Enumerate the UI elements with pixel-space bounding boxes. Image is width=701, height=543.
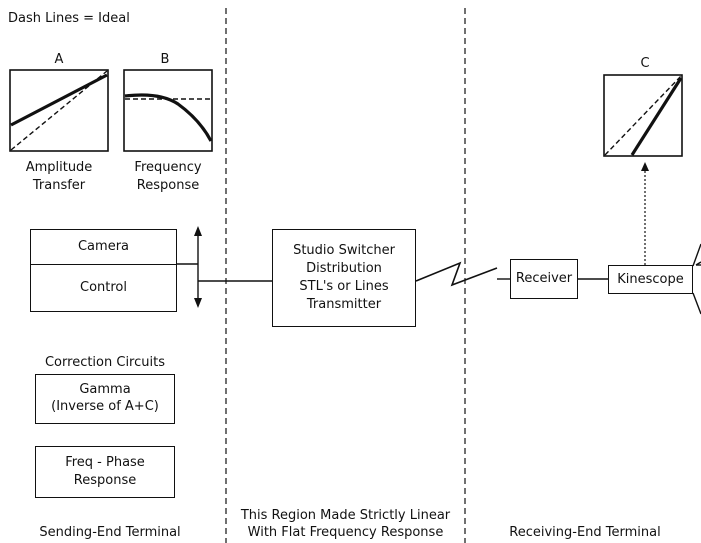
kinescope-label: Kinescope [617,272,684,287]
camera-box: Camera [30,229,177,265]
graph-b-caption-2: Response [136,178,200,193]
studio-switcher-box: Studio Switcher Distribution STL's or Li… [272,229,416,327]
studio-line-3: STL's or Lines [299,279,389,294]
control-label: Control [80,280,127,295]
studio-line-2: Distribution [306,261,382,276]
freq-phase-box: Freq - Phase Response [35,446,175,498]
camera-label: Camera [77,239,130,254]
studio-line-4: Transmitter [306,297,382,312]
graph-a-caption-2: Transfer [32,178,86,193]
receiver-box: Receiver [510,259,578,299]
graph-b-plot [123,69,213,152]
graph-b-letter: B [160,52,170,67]
graph-c-plot [603,74,683,157]
graph-b-caption-1: Frequency [134,160,202,175]
freq-line-2: Response [73,473,137,488]
kinescope-box: Kinescope [608,265,693,294]
receiving-end-label: Receiving-End Terminal [509,525,661,540]
control-down-arrow [194,298,202,308]
sending-end-label: Sending-End Terminal [39,525,181,540]
gamma-line-2: (Inverse of A+C) [51,399,159,414]
graph-a-caption-1: Amplitude [25,160,93,175]
camera-up-arrow [194,226,202,236]
transmission-link-zigzag [415,261,498,287]
legend-note: Dash Lines = Ideal [8,11,130,26]
graph-a-letter: A [54,52,64,67]
control-box: Control [30,264,177,312]
correction-heading: Correction Circuits [44,355,165,370]
graph-a-plot [9,69,109,152]
graph-c-letter: C [640,56,650,71]
studio-line-1: Studio Switcher [293,243,395,258]
middle-region-label-2: With Flat Frequency Response [247,525,444,540]
gamma-box: Gamma (Inverse of A+C) [35,374,175,424]
gamma-line-1: Gamma [79,382,131,397]
freq-line-1: Freq - Phase [65,455,145,470]
middle-region-label-1: This Region Made Strictly Linear [240,508,451,523]
receiver-label: Receiver [515,271,573,286]
